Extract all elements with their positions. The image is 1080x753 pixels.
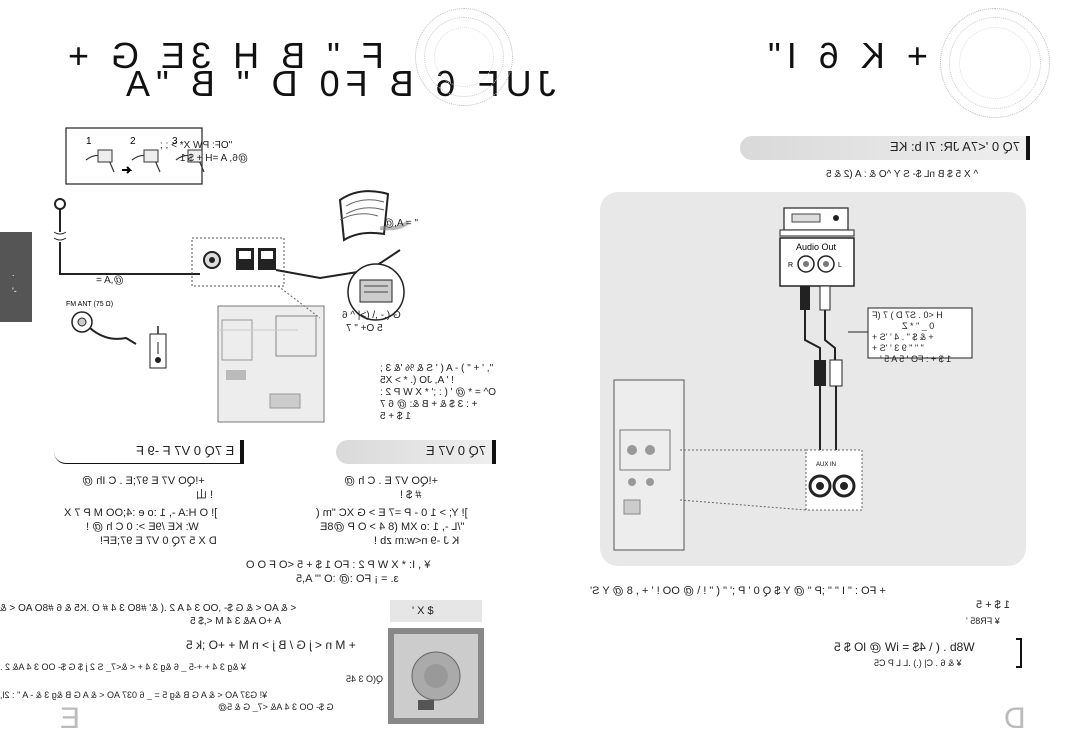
yen-note-line2: з. = ¡ FO :@ :O '" A,5 [296,573,399,585]
bullet-line2: 1 $ + 5 [976,599,1010,611]
callout-line2: 0 _ " * Z [902,321,935,331]
decorative-swirl-icon [415,8,513,106]
callout-line5: 1 $ + : FO ' 5 A 5 ' [880,354,952,364]
side-tab: . '- [0,232,32,322]
right-page: + K 6 I" 7Q 0 '<7A JR: 7I b: KE ^ X 5 $ … [540,0,1080,753]
fm-ant-label: FM ANT (75 Ω) [66,301,113,308]
yen-note-line1: ¥ , I: * X W P 2 : FO 1 $ + 5 <O F O O [246,559,431,571]
callout-line1: H <0 . S7 D ) 7 (F [872,310,943,320]
fm-callout: " = A,@ [384,218,418,229]
right-intro: ^ X 5 $ B nL $- S Y ^O & : A (2 & 5 [826,169,979,180]
sub-heading: + M n < j G / B j > n M + +O ;k 5 [186,638,356,652]
right-col-line4: "/L -, 1 :o XM (8 4 > O P @8E [320,521,465,533]
notes-right-5: 1 $ + 5 [380,411,411,422]
small-section-strip: ' X $ [390,600,482,622]
step-1-label: 1 [86,136,92,147]
speaker-panel-image [388,628,484,724]
left-col-line5: D X 5 7Q 0 V7 E 97;EF! [100,535,217,547]
bullet-line1: + FO : " I " " ;P " @ Y $ Q 0 ' P ;' " (… [590,585,886,597]
left-col-line3: ]! O H:A -, 1 :o e :4;OO M P 7 X [64,507,218,519]
am-callout-line2: @6, A =H + $ 1 [180,153,248,164]
section-header-left-label: E 7Q 0 V7 F -9 F [135,443,234,458]
svg-text:L: L [838,262,842,269]
step-2-label: 2 [130,136,136,147]
am-notes-line1: G (.- ,\ (>| ^ 6 [342,310,401,321]
bullet-line3: ¥ FR85 ' [966,616,1000,626]
section-header-right-label: 7Q 0 V7 E [426,443,486,458]
para-line-1: ¥ &g 3 4 + +-5 _ 6 &g 3 4 + < &<7_ S 2 j… [0,662,246,672]
right-title: + K 6 I" [762,35,928,76]
bracket-line2: ¥ & 6 . C| (.) .L L P C5 [874,658,962,668]
right-page-number: D [1004,702,1026,735]
section-header-left: E 7Q 0 V7 F -9 F [54,440,244,464]
decorative-swirl-icon [940,8,1050,118]
left-col-line2: ! 山 [196,489,214,501]
right-col-line3: ]! Y; > 1 0 - P =7 E > G XC "m ( [316,507,468,519]
right-col-line2: # $ ! [400,489,422,501]
left-col-line1: +!QO V7 E 97;E . C Ih @ [82,475,205,487]
bracket-line1: W8b . ( \ 4$ = iW @ lO $ 5 [834,640,975,654]
long-line-2: A +O A& 3 4 M <,$ 5 [190,616,282,627]
long-line-1: < & AO < & G $- ,OO 3 4 A 2 .( &' #8O 3 … [0,603,297,614]
note-bracket [1016,638,1022,668]
am-notes-line2: 5 O+ " 7 [346,323,383,334]
callout-line3: + & $ " . 4 ' 'S + [872,332,934,342]
section-header-right: 7Q 0 V7 E [336,440,496,464]
left-page-number: E [60,702,81,735]
right-section-header: 7Q 0 '<7A JR: 7I b: KE [740,136,1030,160]
aux-in-label: AUX IN [816,462,836,468]
antenna-connection-diagram: 1 2 3 [53,127,410,423]
left-col-line4: W: KE /9E >: 0 C h @ ! [86,521,199,533]
step-3-label: 3 [172,136,178,147]
am-label: @,A = [96,275,124,286]
right-col-line5: K J -9 n<w:m zb ! [374,535,460,547]
right-col-line1: +!QO V7 E . C h @ [344,475,439,487]
para-line-2: Q(O 3 45 [346,674,384,684]
right-section-header-label: 7Q 0 '<7A JR: 7I b: KE [889,139,1020,154]
left-page: F " B H 3E G + JUF 6 B F0 D " B "A . '- … [0,8,556,735]
am-callout-line1: "OF: PW X* > ; ; [160,140,233,151]
audio-connection-svg: Audio Out R L AUX IN [613,207,973,551]
audio-out-label: Audio Out [796,242,837,252]
para-line-4: G $- OO 3 4 A& <7_ G & 5@ [218,702,334,712]
svg-text:R: R [788,262,793,269]
callout-line4: " " " 9 3 ' 'S + [872,343,924,353]
